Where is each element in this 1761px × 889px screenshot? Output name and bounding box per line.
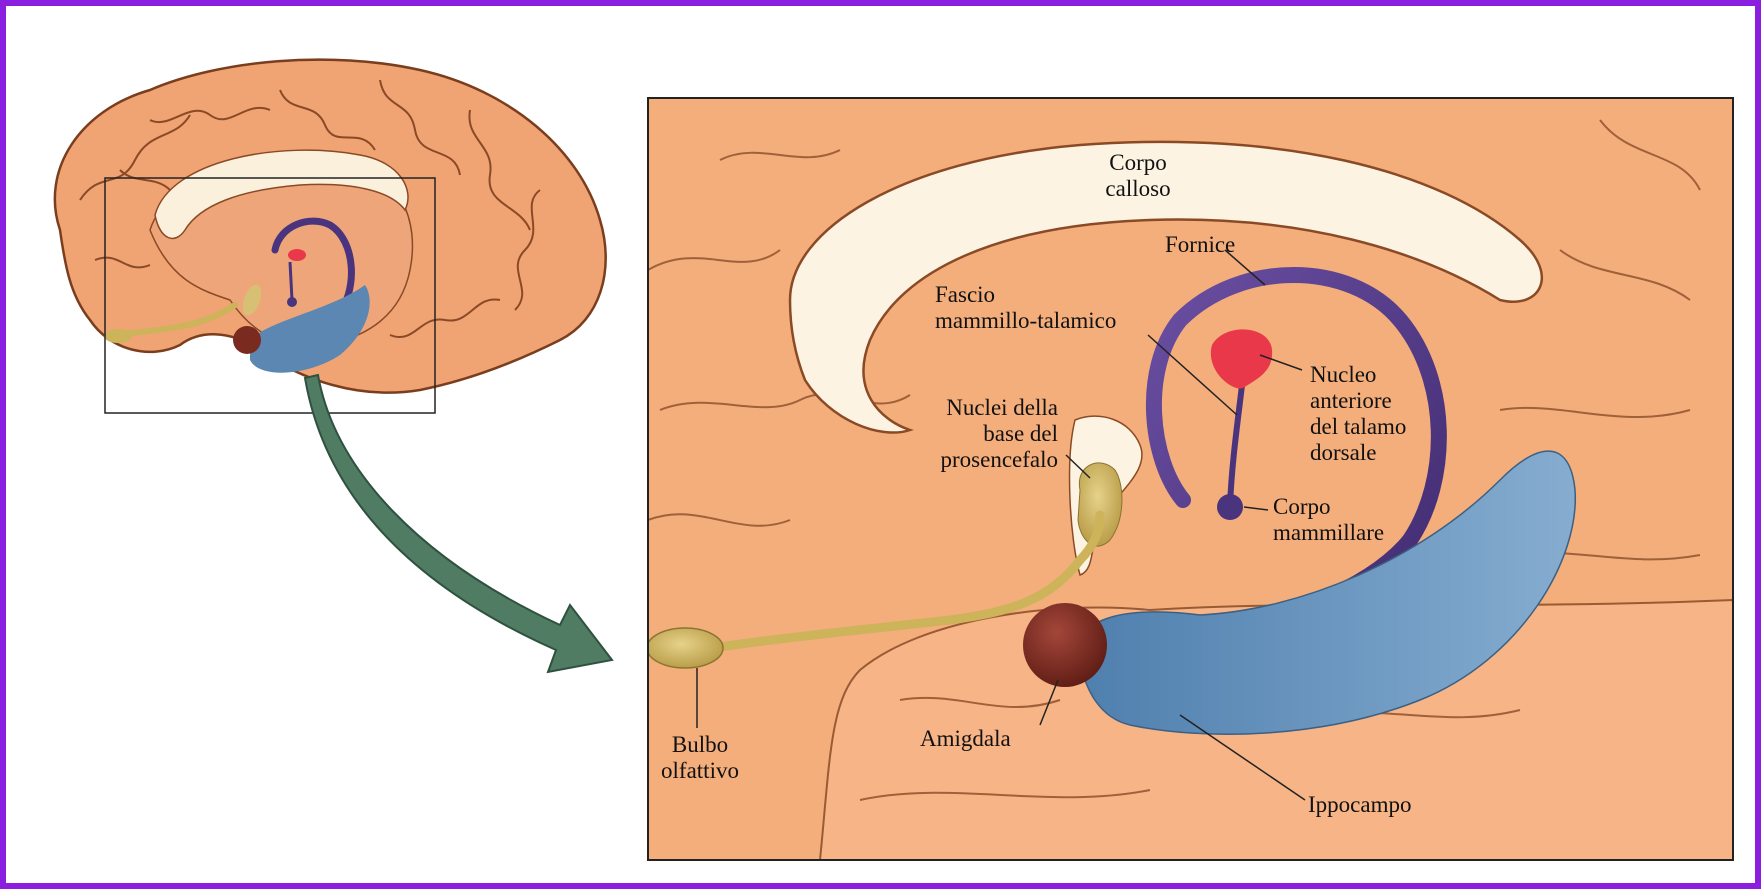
label-corpo-calloso-line-1: Corpo — [1068, 150, 1208, 176]
label-nucleo-anteriore-line-4: dorsale — [1310, 440, 1406, 466]
mammillary-body — [1217, 494, 1243, 520]
small-anterior-nucleus — [288, 249, 306, 261]
label-bulbo-olfattivo-line-2: olfattivo — [660, 758, 740, 784]
label-fornice: Fornice — [1165, 232, 1235, 258]
label-fascio-line-1: Fascio — [935, 282, 1116, 308]
label-corpo-mammillare-line-2: mammillare — [1273, 520, 1384, 546]
olfactory-bulb — [647, 628, 723, 668]
enlarged-panel — [647, 98, 1733, 860]
small-olfactory-bulb — [104, 329, 132, 343]
zoom-arrow — [305, 375, 612, 672]
label-fascio-line-2: mammillo-talamico — [935, 308, 1116, 334]
label-bulbo-olfattivo-line-1: Bulbo — [660, 732, 740, 758]
label-nuclei-base-line-2: base del — [893, 421, 1058, 447]
label-nucleo-anteriore-line-2: anteriore — [1310, 388, 1406, 414]
label-corpo-mammillare-line-1: Corpo — [1273, 494, 1384, 520]
label-nuclei-base-line-3: prosencefalo — [893, 447, 1058, 473]
small-amygdala — [233, 326, 261, 354]
brain-overview — [55, 60, 606, 413]
label-nucleo-anteriore-line-1: Nucleo — [1310, 362, 1406, 388]
small-mammillary-body — [287, 297, 297, 307]
label-amigdala: Amigdala — [920, 726, 1011, 752]
small-fornix-stalk — [290, 262, 292, 300]
amygdala — [1023, 603, 1107, 687]
label-ippocampo: Ippocampo — [1308, 792, 1411, 818]
label-nucleo-anteriore-line-3: del talamo — [1310, 414, 1406, 440]
label-nuclei-base-line-1: Nuclei della — [893, 395, 1058, 421]
label-corpo-calloso-line-2: calloso — [1068, 176, 1208, 202]
